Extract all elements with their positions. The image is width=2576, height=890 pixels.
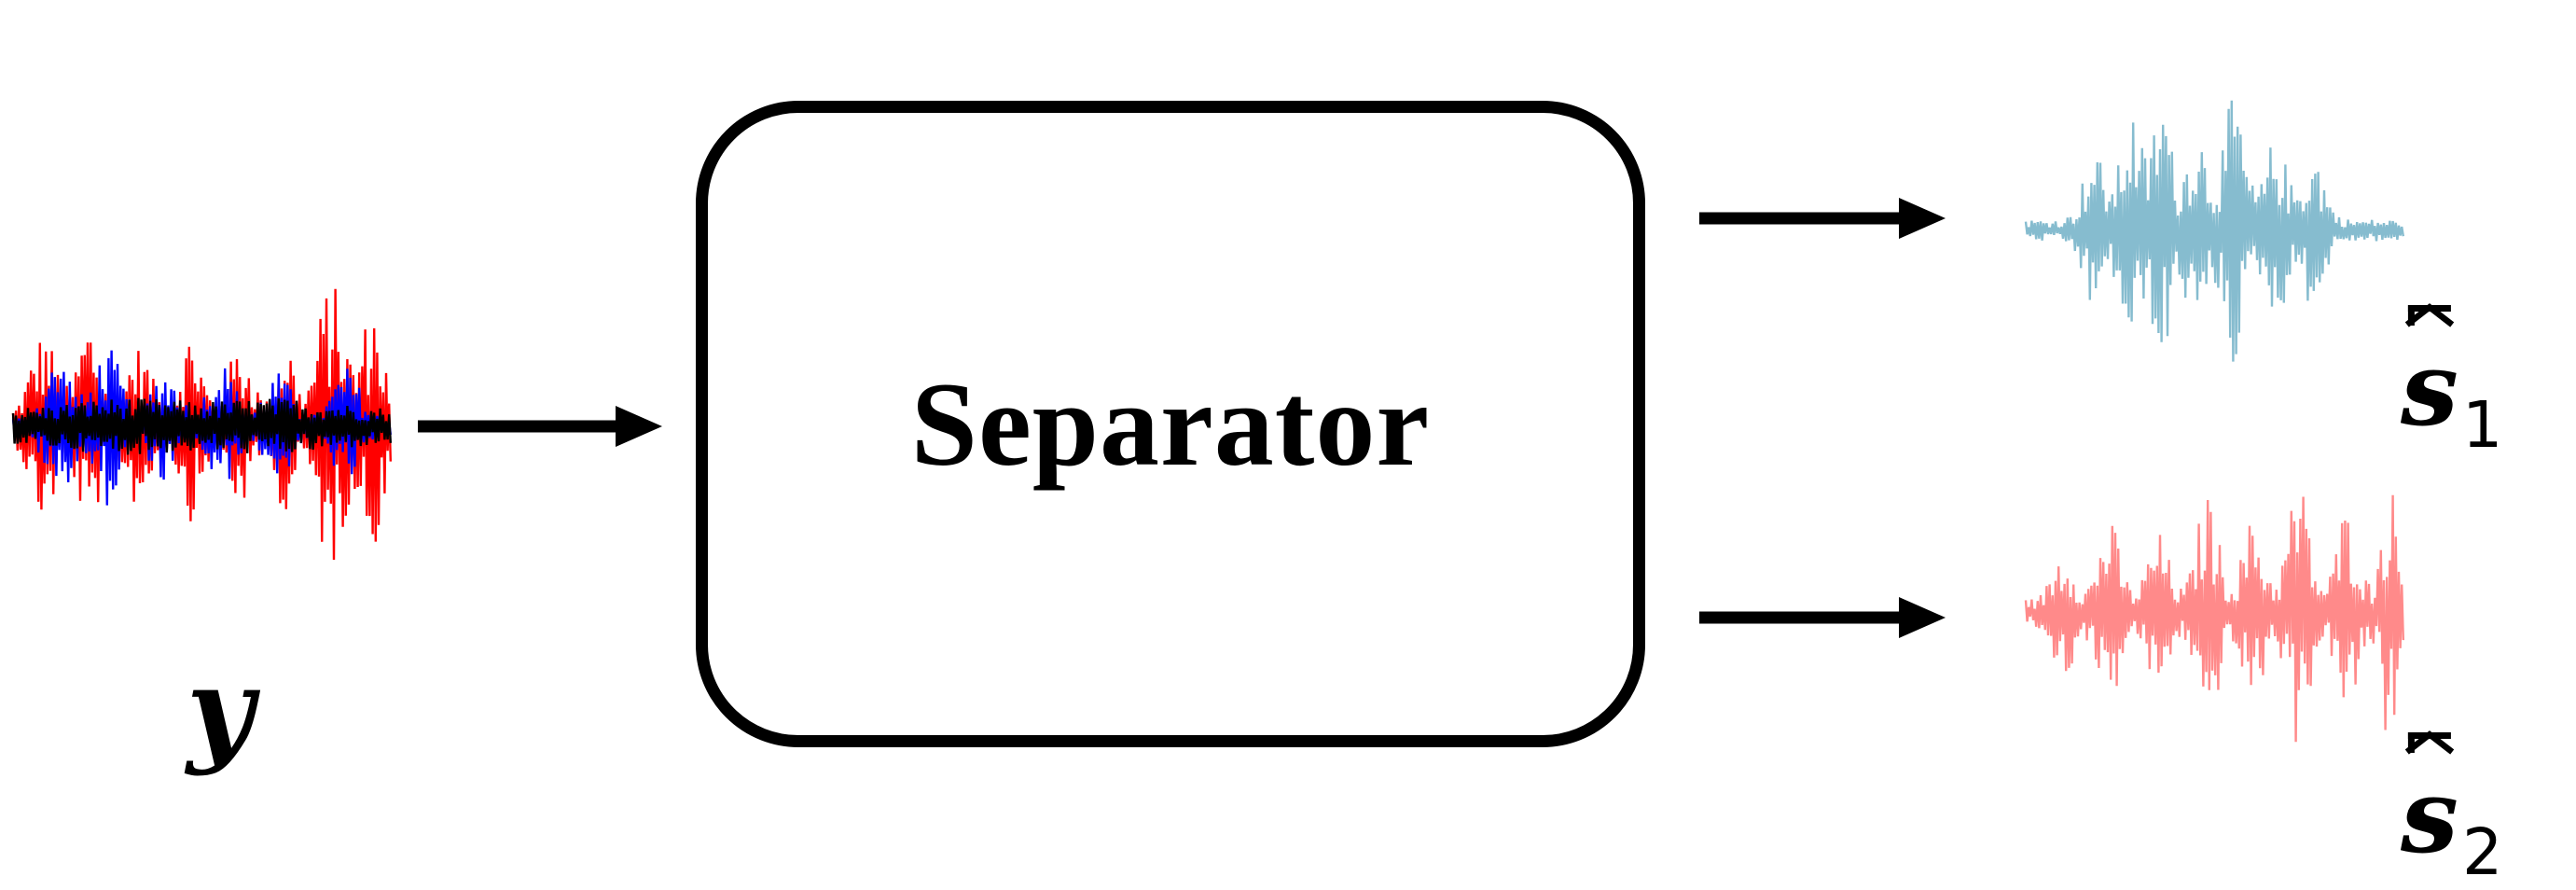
hat-accent-icon [2404, 730, 2455, 755]
output-arrow-2 [1699, 597, 1946, 638]
output-2-subscript: 2 [2461, 815, 2503, 890]
separator-block: Separator [696, 101, 1645, 747]
output-2-label: s 2 [2401, 730, 2502, 885]
input-waveform [11, 288, 392, 561]
output-1-subscript: 1 [2461, 388, 2503, 463]
input-mixture-label: y [187, 653, 254, 769]
input-variable: y [187, 643, 255, 778]
separator-label: Separator [910, 357, 1431, 491]
output-1-label: s 1 [2401, 302, 2502, 458]
output-arrow-1 [1699, 198, 1946, 239]
output-waveform-2 [2024, 494, 2404, 743]
input-waveform-black-layer [11, 397, 392, 455]
output-2-variable: s [2401, 756, 2458, 876]
estimated-source-2-symbol: s [2401, 730, 2458, 868]
hat-accent-icon [2404, 302, 2455, 327]
estimated-source-1-symbol: s [2401, 302, 2458, 440]
input-arrow [418, 406, 662, 447]
output-1-variable: s [2401, 328, 2458, 449]
output-waveform-1 [2024, 100, 2404, 362]
